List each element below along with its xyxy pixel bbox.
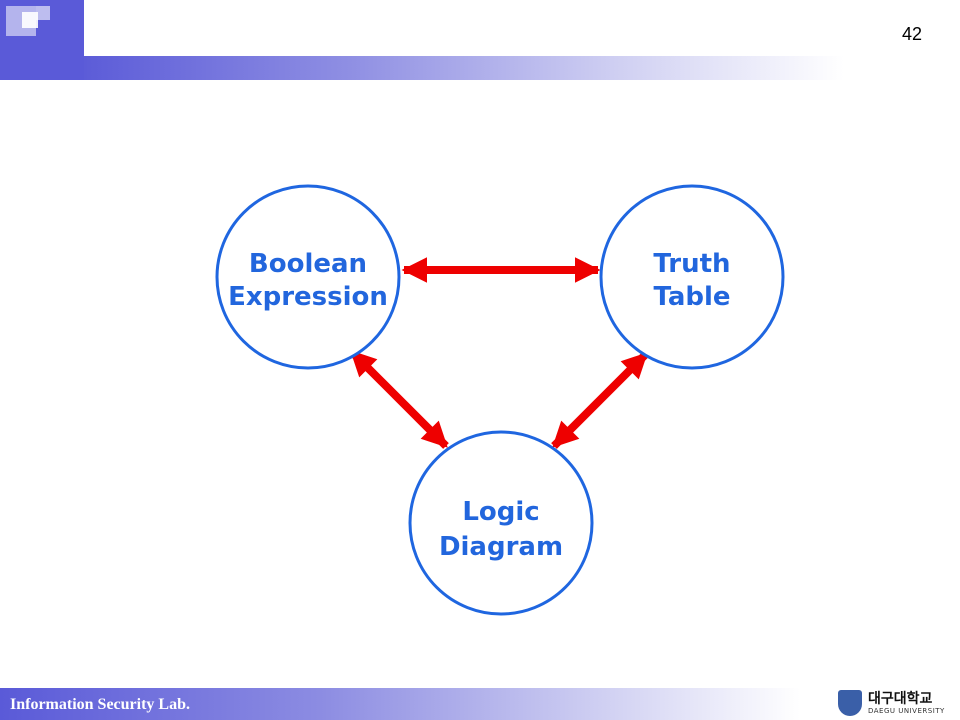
node-circle bbox=[599, 184, 785, 370]
university-logo: 대구대학교 DAEGU UNIVERSITY bbox=[838, 688, 948, 718]
shield-icon bbox=[838, 690, 862, 716]
node-label: Boolean bbox=[249, 249, 367, 279]
node-label: Diagram bbox=[439, 532, 563, 562]
node-circle bbox=[215, 184, 401, 370]
header-square bbox=[36, 6, 50, 20]
header-gradient-bar bbox=[84, 56, 844, 80]
footer-gradient-bar bbox=[0, 688, 800, 720]
node-logic-diagram: Logic Diagram bbox=[408, 430, 594, 616]
header-decoration bbox=[0, 0, 84, 80]
arrow-truth-logic bbox=[551, 351, 649, 449]
node-boolean-expression: Boolean Expression bbox=[215, 184, 401, 370]
node-label: Expression bbox=[228, 282, 388, 312]
node-label: Table bbox=[653, 282, 730, 312]
node-circle bbox=[408, 430, 594, 616]
logo-name: 대구대학교 bbox=[868, 691, 933, 707]
node-label: Truth bbox=[653, 249, 730, 279]
node-label: Logic bbox=[462, 497, 539, 527]
footer-lab-name: Information Security Lab. bbox=[10, 696, 190, 713]
node-truth-table: Truth Table bbox=[599, 184, 785, 370]
page-number: 42 bbox=[901, 24, 922, 44]
header-square bbox=[22, 12, 38, 28]
logo-subtitle: DAEGU UNIVERSITY bbox=[868, 707, 945, 715]
arrow-boolean-logic bbox=[349, 349, 449, 449]
